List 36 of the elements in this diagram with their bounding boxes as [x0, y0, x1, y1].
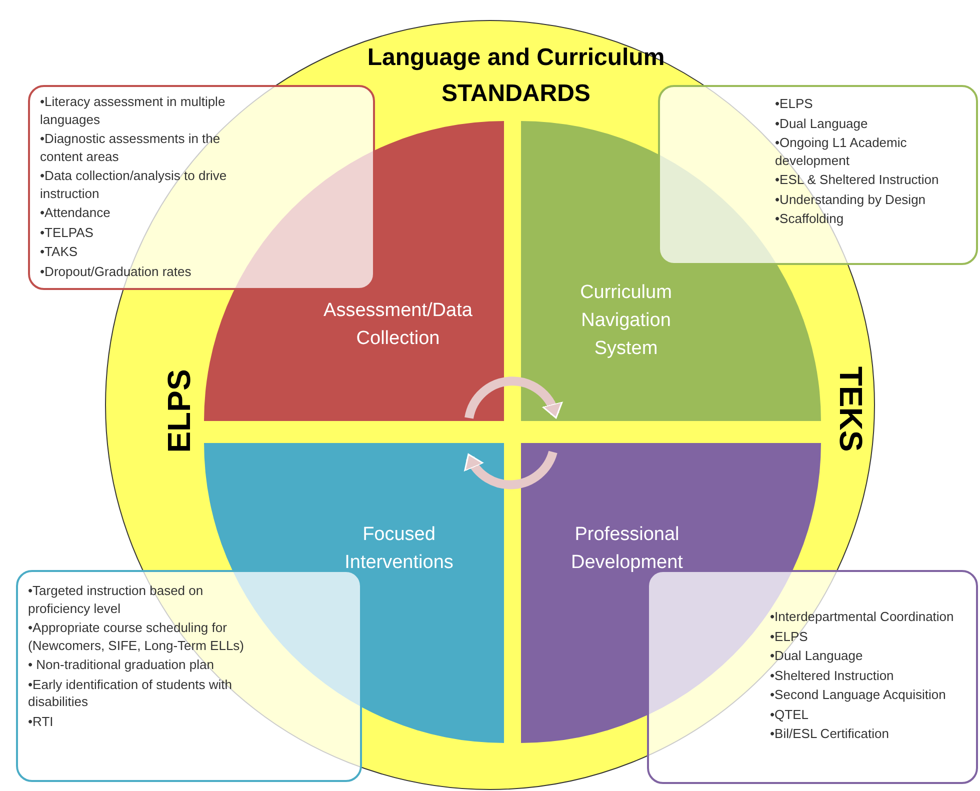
bullet-list-box [28, 85, 375, 290]
ring-label: TEKS [832, 366, 870, 452]
list-item: •Sheltered Instruction [770, 666, 895, 684]
list-item: •Dual Language [770, 647, 864, 664]
list-item: •ESL & Sheltered Instruction [775, 171, 940, 188]
list-item: •QTEL [770, 706, 810, 723]
list-item: •Attendance [40, 204, 112, 222]
list-item: •RTI [28, 712, 54, 730]
list-item: •Targeted instruction based on proficiency level [28, 582, 204, 617]
list-item: •Appropriate course scheduling for (Newcomers, SIFE, Long-Term ELLs) [28, 619, 246, 654]
bullet-list-box [658, 85, 978, 265]
ring-label: Language and Curriculum STANDARDS [366, 43, 666, 109]
list-item: •Second Language Acquisition [770, 686, 947, 704]
list-item: •Understanding by Design [775, 190, 927, 208]
list-item: •Diagnostic assessments in the content areas [40, 130, 222, 165]
list-item: •Scaffolding [775, 210, 845, 228]
list-item: •Ongoing L1 Academic development [775, 134, 908, 169]
ring-label: ELPS [160, 369, 198, 453]
list-item: •Data collection/analysis to drive instruction [40, 167, 228, 202]
sector-label: Professional Development [570, 523, 684, 575]
sector-label: Focused Interventions [344, 523, 454, 575]
sector-label: Assessment/Data Collection [323, 299, 473, 351]
list-item: •Interdepartmental Coordination [770, 608, 955, 626]
list-item: •ELPS [770, 628, 809, 645]
list-item: •Early identification of students with disabilities [28, 676, 233, 710]
bullet-list-box [647, 570, 978, 784]
list-item: •Bil/ESL Certification [770, 725, 890, 742]
list-item: •Dual Language [775, 114, 869, 132]
sector-label: Curriculum Navigation System [579, 281, 673, 361]
list-item: •ELPS [775, 95, 814, 112]
list-item: •TELPAS [40, 224, 94, 241]
list-item: •Literacy assessment in multiple languages [40, 93, 226, 128]
list-item: • Non-traditional graduation plan [28, 656, 215, 674]
list-item: •TAKS [40, 243, 79, 260]
bullet-list-box [16, 570, 362, 782]
list-item: •Dropout/Graduation rates [40, 262, 192, 280]
